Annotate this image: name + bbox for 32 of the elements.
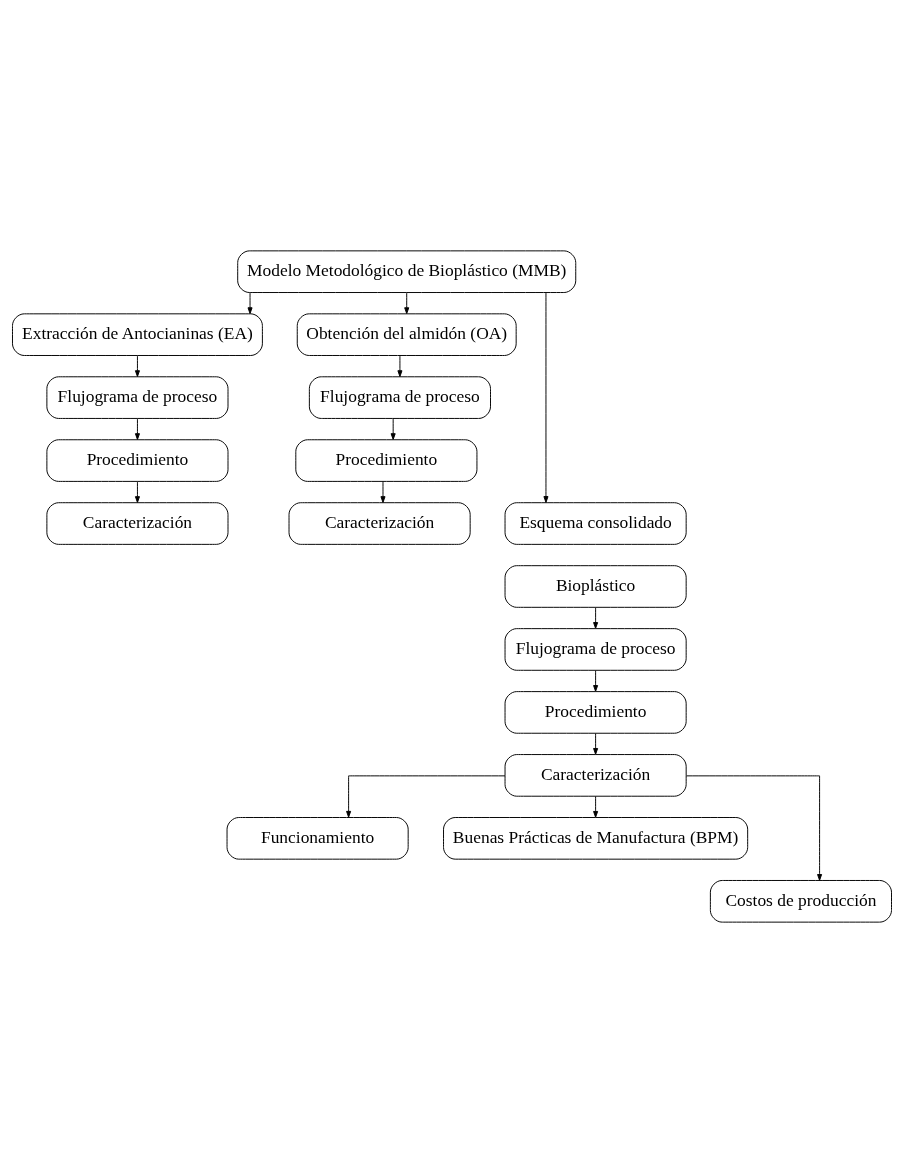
- node-box: Modelo Metodológico de Bioplástico (MMB): [237, 250, 577, 293]
- arrow: [593, 795, 599, 818]
- node-box: Funcionamiento: [226, 817, 409, 860]
- node-box: Flujograma de proceso: [504, 628, 687, 671]
- arrow: [247, 292, 253, 315]
- arrow: [346, 775, 506, 818]
- arrow: [134, 481, 140, 503]
- arrow: [685, 775, 823, 881]
- arrow: [390, 418, 396, 440]
- node-box: Caracterización: [46, 502, 229, 545]
- arrow: [397, 355, 403, 377]
- arrow: [404, 292, 410, 315]
- arrow: [134, 355, 140, 377]
- node-box: Flujograma de proceso: [308, 376, 491, 419]
- node-box: Obtención del almidón (OA): [296, 313, 517, 356]
- node-box: Extracción de Antocianinas (EA): [12, 313, 263, 356]
- node-box: Procedimiento: [46, 439, 229, 482]
- node-box: Procedimiento: [504, 691, 687, 734]
- arrow: [543, 292, 549, 503]
- node-box: Caracterización: [504, 754, 687, 797]
- arrow: [134, 418, 140, 440]
- node-box: Bioplástico: [504, 565, 687, 608]
- node-box: Esquema consolidado: [504, 502, 687, 545]
- node-box: Caracterización: [288, 502, 471, 545]
- node-box: Buenas Prácticas de Manufactura (BPM): [443, 817, 749, 860]
- arrow: [380, 481, 386, 503]
- arrow: [593, 606, 599, 629]
- node-box: Costos de producción: [709, 880, 892, 923]
- node-box: Procedimiento: [295, 439, 478, 482]
- node-box: Flujograma de proceso: [46, 376, 229, 419]
- arrow: [593, 732, 599, 755]
- arrow: [593, 669, 599, 692]
